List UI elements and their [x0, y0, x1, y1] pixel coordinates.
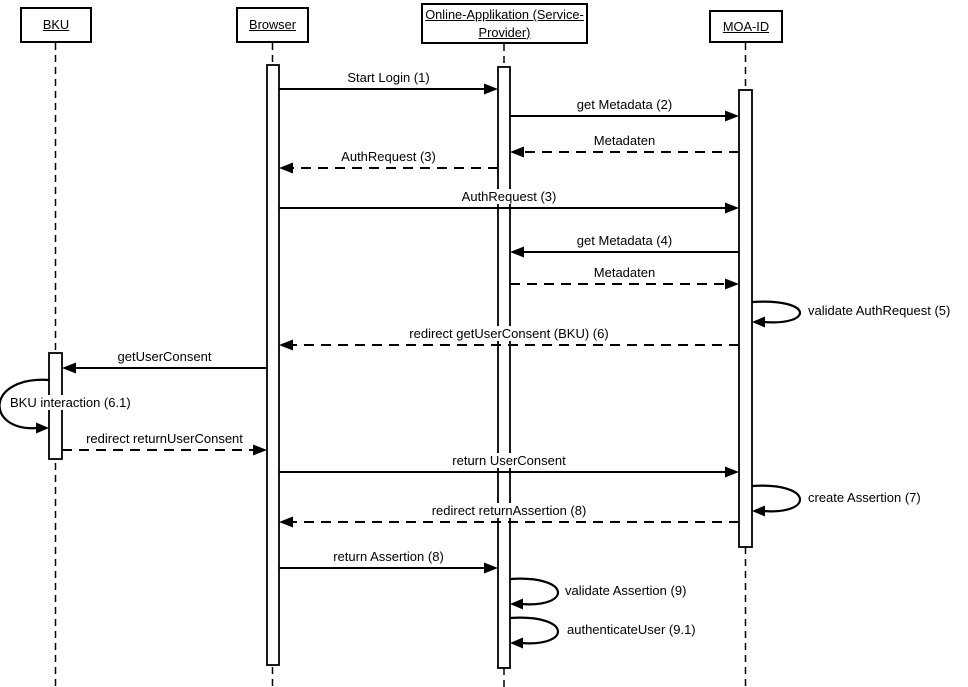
- message-arrowhead: [510, 246, 524, 258]
- message-arrowhead: [62, 362, 76, 374]
- message-arrowhead: [725, 466, 739, 478]
- message-arrowhead: [484, 562, 498, 574]
- self-message-label: BKU interaction (6.1): [8, 395, 133, 410]
- self-message-arrowhead: [752, 316, 765, 328]
- activation-bar-moa-id: [738, 89, 753, 548]
- self-message-arrowhead: [510, 598, 523, 610]
- message-label: Metadaten: [590, 133, 659, 148]
- message-label: get Metadata (4): [573, 233, 676, 248]
- actor-label: Online-Applikation (Service-: [425, 7, 584, 23]
- message-arrowhead: [253, 444, 267, 456]
- self-message-curve: [509, 577, 560, 606]
- message-arrowhead: [725, 110, 739, 122]
- message-label: getUserConsent: [114, 349, 215, 364]
- actor-label: BKU: [42, 17, 70, 33]
- self-message-label: create Assertion (7): [806, 489, 923, 505]
- self-message-arrowhead: [36, 422, 49, 434]
- self-message-curve: [509, 616, 560, 645]
- actor-box-bku: BKU: [20, 7, 92, 43]
- message-arrowhead: [510, 146, 524, 158]
- actor-label: MOA-ID: [722, 18, 770, 34]
- message-label: redirect returnAssertion (8): [428, 503, 590, 518]
- self-message-arrowhead: [510, 637, 523, 649]
- message-label: Metadaten: [590, 265, 659, 280]
- message-arrowhead: [279, 516, 293, 528]
- actor-label: Provider): [478, 24, 531, 40]
- message-arrowhead: [725, 202, 739, 214]
- message-label: get Metadata (2): [573, 97, 676, 112]
- message-label: redirect returnUserConsent: [83, 431, 246, 446]
- self-message-curve: [751, 484, 802, 513]
- self-message-arrowhead: [752, 505, 765, 517]
- message-label: return Assertion (8): [330, 549, 447, 564]
- self-message-label: validate AuthRequest (5): [806, 303, 953, 318]
- message-arrowhead: [279, 339, 293, 351]
- actor-box-service-provider: Online-Applikation (Service-Provider): [421, 3, 588, 44]
- self-message-curve: [0, 378, 50, 430]
- message-arrowhead: [725, 278, 739, 290]
- actor-label: Browser: [249, 17, 296, 33]
- message-arrowhead: [279, 162, 293, 174]
- actor-box-moa-id: MOA-ID: [709, 10, 783, 43]
- self-message-curve: [751, 300, 801, 324]
- message-label: AuthRequest (3): [338, 149, 439, 164]
- self-message-label: validate Assertion (9): [563, 582, 689, 598]
- self-message-label: authenticateUser (9.1): [565, 621, 698, 637]
- message-label: Start Login (1): [344, 70, 433, 85]
- message-label: AuthRequest (3): [458, 189, 560, 204]
- actor-box-browser: Browser: [236, 7, 309, 43]
- message-label: redirect getUserConsent (BKU) (6): [406, 326, 612, 341]
- message-arrowhead: [484, 83, 498, 95]
- message-label: return UserConsent: [449, 453, 569, 468]
- activation-bar-service-provider: [497, 66, 511, 669]
- activation-bar-browser: [266, 64, 280, 666]
